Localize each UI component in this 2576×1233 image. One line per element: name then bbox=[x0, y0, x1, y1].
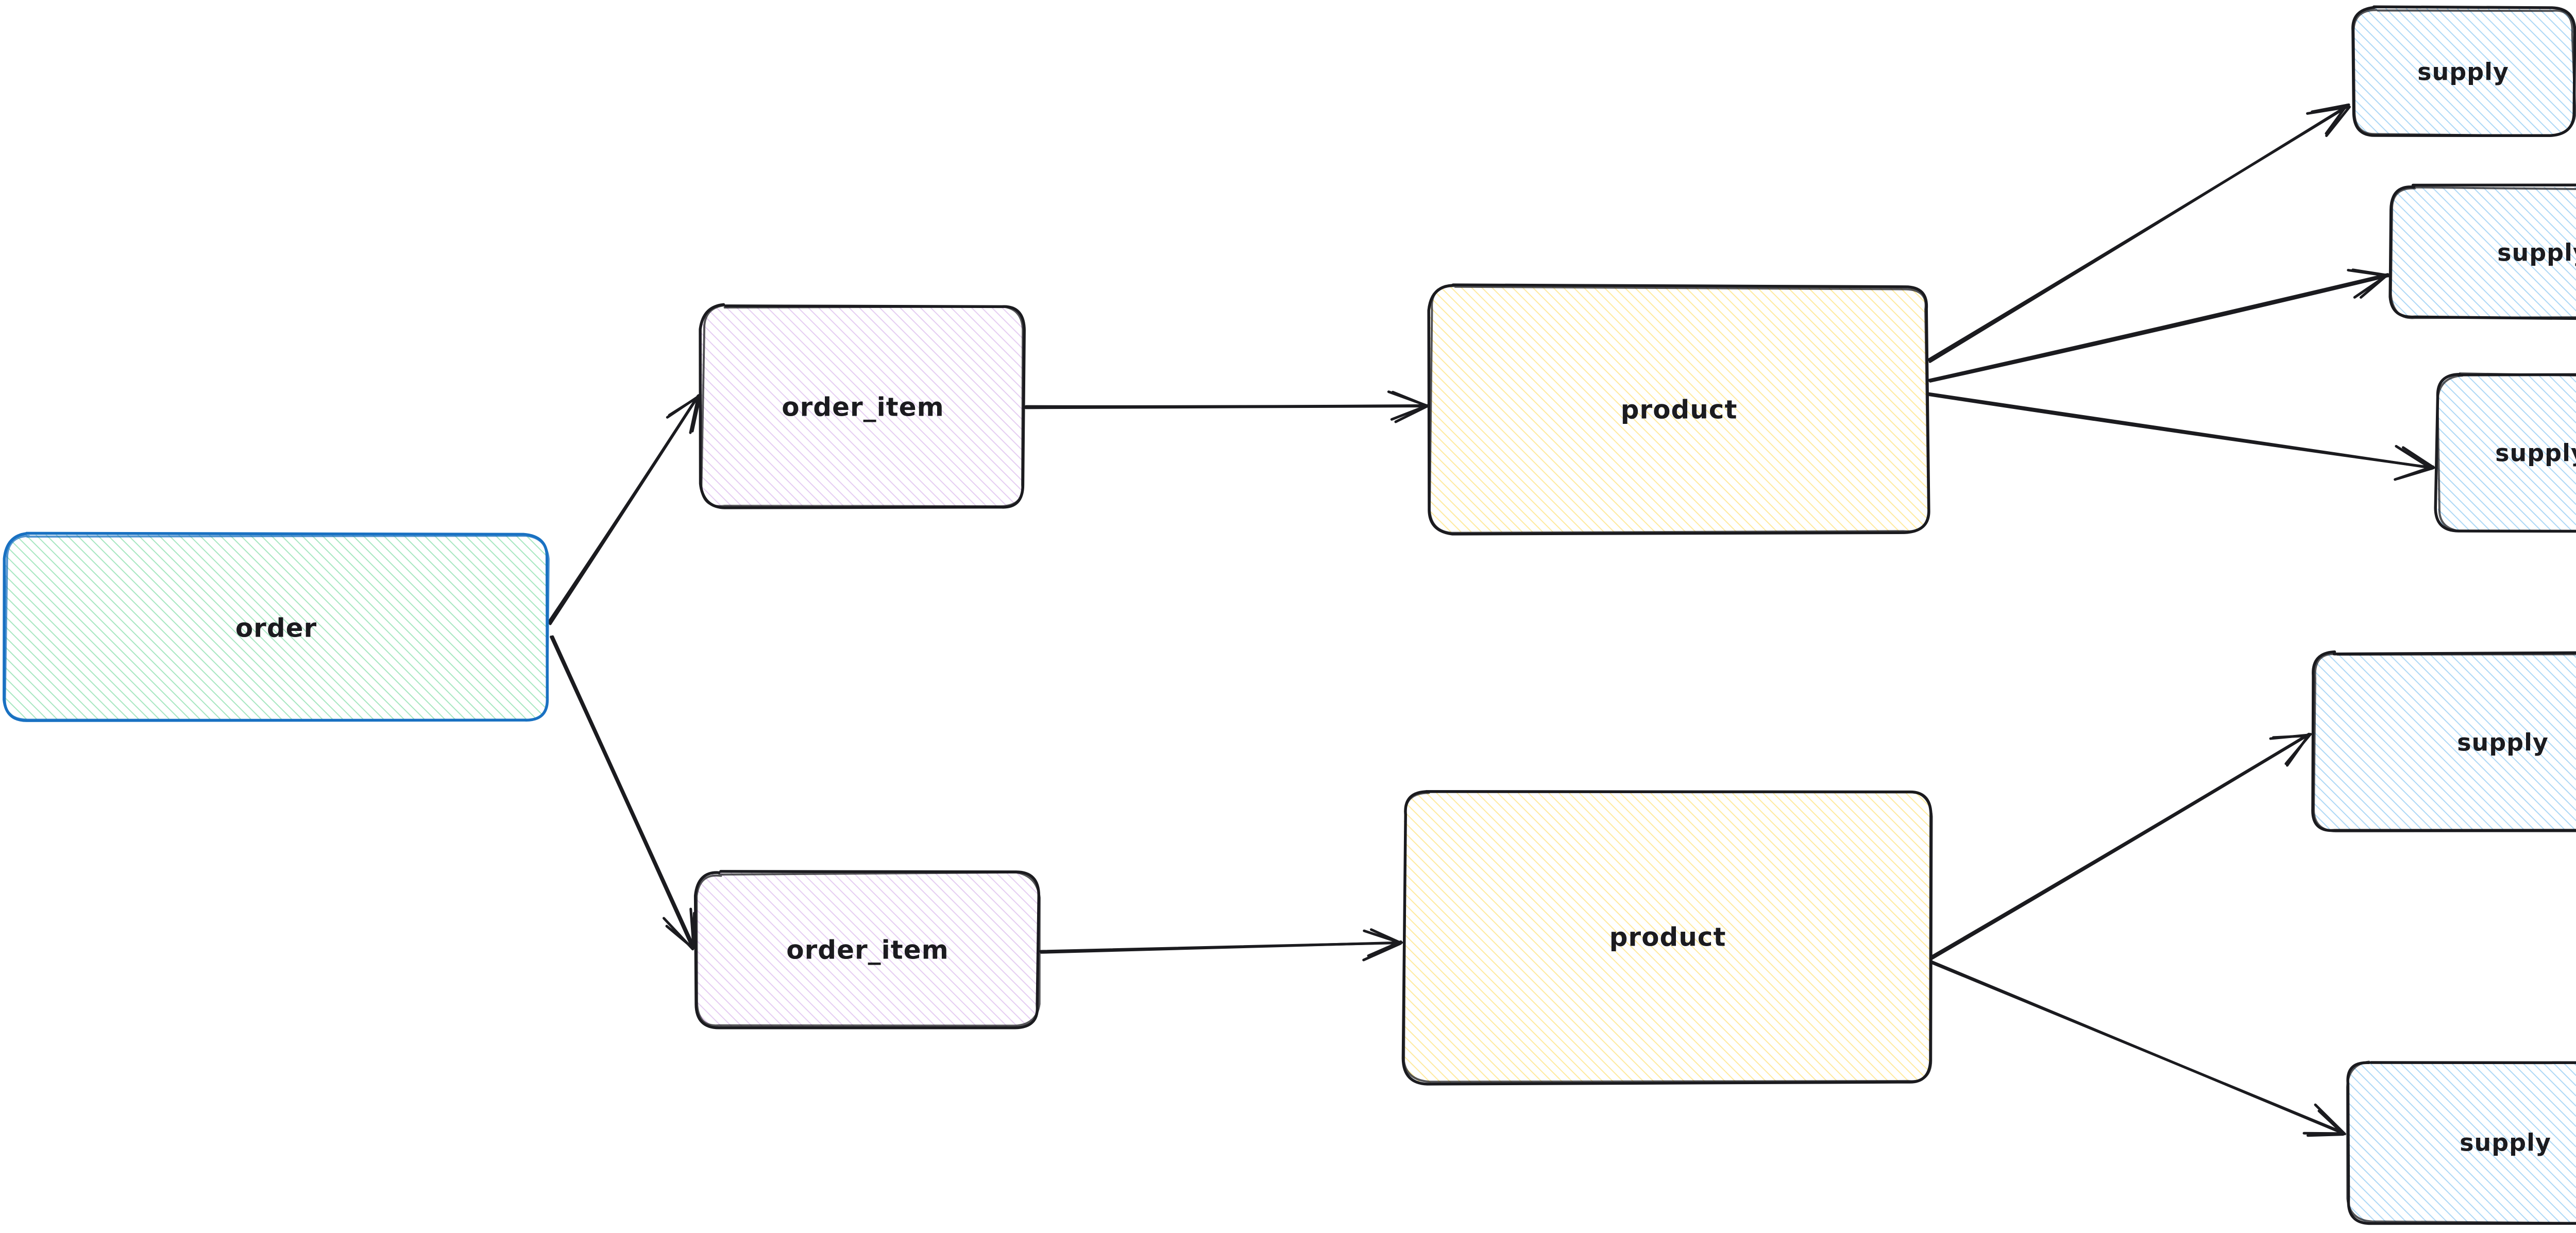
arrowhead-barb bbox=[2353, 273, 2389, 299]
arrowhead-barb bbox=[2325, 104, 2348, 135]
node-outline-pass2 bbox=[2352, 9, 2576, 137]
node-label-supply_3: supply bbox=[2495, 439, 2576, 467]
node-label-supply_2: supply bbox=[2497, 239, 2576, 267]
edge-product_1-to-supply_2[interactable] bbox=[1926, 268, 2391, 383]
node-fill bbox=[2313, 653, 2576, 831]
node-fill bbox=[2437, 373, 2576, 533]
node-label-order_item_1: order_item bbox=[782, 392, 944, 422]
edges-layer bbox=[547, 103, 2435, 1137]
arrowhead-barb bbox=[1362, 942, 1402, 962]
edge-line bbox=[1927, 393, 2435, 469]
edge-product_1-to-supply_1[interactable] bbox=[1927, 103, 2351, 363]
edge-order-to-order_item_2[interactable] bbox=[550, 635, 696, 951]
node-label-order_item_2: order_item bbox=[786, 935, 948, 965]
node-supply_3[interactable]: supply bbox=[2434, 372, 2576, 533]
arrowhead-barb bbox=[689, 907, 695, 949]
edge-line bbox=[1926, 273, 2389, 382]
edge-order_item_1-to-product_1[interactable] bbox=[1024, 390, 1430, 423]
node-fill bbox=[2351, 7, 2574, 135]
edge-product_2-to-supply_4[interactable] bbox=[1929, 732, 2312, 960]
arrowhead-barb bbox=[1367, 940, 1402, 957]
edge-line bbox=[1040, 941, 1403, 954]
arrowhead-barb bbox=[691, 395, 702, 433]
node-outline bbox=[1427, 283, 1930, 536]
node-fill bbox=[701, 306, 1024, 508]
arrowhead-barb bbox=[1390, 404, 1430, 421]
node-label-supply_5: supply bbox=[2460, 1129, 2551, 1157]
arrowhead-barb bbox=[2306, 106, 2349, 115]
edge-line bbox=[550, 635, 694, 950]
node-outline bbox=[2346, 1061, 2576, 1225]
node-outline-pass2 bbox=[696, 871, 1041, 1027]
arrowhead-barb bbox=[662, 917, 694, 951]
node-fill bbox=[696, 871, 1039, 1027]
arrowhead-barb bbox=[689, 395, 700, 434]
node-outline-pass2 bbox=[1403, 790, 1933, 1083]
edge-line bbox=[1024, 405, 1429, 409]
node-label-product_2: product bbox=[1609, 922, 1726, 952]
node-fill bbox=[1403, 790, 1932, 1083]
node-label-supply_1: supply bbox=[2417, 58, 2509, 86]
node-outline-pass2 bbox=[1428, 285, 1930, 534]
node-outline-pass2 bbox=[2436, 372, 2576, 533]
node-outline-pass2 bbox=[2389, 186, 2576, 319]
edge-product_2-to-supply_5[interactable] bbox=[1926, 958, 2346, 1137]
node-product_1[interactable]: product bbox=[1427, 283, 1930, 536]
nodes-layer: orderorder_itemorder_itemproductproducts… bbox=[3, 5, 2576, 1225]
arrowhead-barb bbox=[2285, 733, 2310, 767]
arrowhead-barb bbox=[2394, 465, 2434, 481]
node-outline bbox=[2434, 372, 2576, 533]
edge-line bbox=[1928, 104, 2349, 363]
node-label-product_1: product bbox=[1621, 395, 1738, 425]
edge-line bbox=[549, 394, 700, 625]
node-outline-pass2 bbox=[4, 535, 550, 722]
edge-line bbox=[1930, 733, 2311, 960]
node-fill bbox=[1430, 285, 1929, 534]
node-supply_1[interactable]: supply bbox=[2351, 5, 2576, 138]
node-label-order: order bbox=[235, 613, 317, 643]
edge-line bbox=[1928, 960, 2345, 1134]
arrowhead-barb bbox=[2269, 733, 2311, 740]
node-supply_2[interactable]: supply bbox=[2388, 183, 2576, 320]
node-order_item_2[interactable]: order_item bbox=[693, 870, 1041, 1030]
node-order[interactable]: order bbox=[3, 532, 550, 722]
arrowhead-barb bbox=[1387, 390, 1429, 407]
node-outline bbox=[693, 870, 1041, 1030]
edge-order-to-order_item_1[interactable] bbox=[547, 394, 702, 625]
arrowhead-barb bbox=[1363, 929, 1402, 944]
arrowhead-barb bbox=[2401, 446, 2435, 469]
node-outline-pass2 bbox=[2313, 653, 2576, 833]
node-outline-pass2 bbox=[700, 304, 1024, 508]
node-order_item_1[interactable]: order_item bbox=[699, 303, 1026, 509]
arrowhead-barb bbox=[666, 395, 701, 419]
edge-line bbox=[551, 635, 696, 949]
node-product_2[interactable]: product bbox=[1401, 790, 1933, 1086]
node-fill bbox=[5, 534, 548, 721]
node-fill bbox=[2347, 1061, 2576, 1224]
arrowhead-barb bbox=[2314, 1103, 2346, 1136]
arrowhead-barb bbox=[2325, 106, 2351, 138]
node-label-supply_4: supply bbox=[2457, 729, 2549, 757]
edge-order_item_2-to-product_2[interactable] bbox=[1039, 928, 1403, 962]
arrowhead-barb bbox=[2302, 1132, 2345, 1135]
edge-line bbox=[1929, 274, 2391, 383]
edge-product_1-to-supply_3[interactable] bbox=[1927, 392, 2435, 481]
node-supply_4[interactable]: supply bbox=[2311, 650, 2576, 833]
node-supply_5[interactable]: supply bbox=[2346, 1060, 2576, 1225]
arrowhead-barb bbox=[2347, 269, 2391, 278]
node-outline-pass2 bbox=[2346, 1060, 2576, 1224]
node-fill bbox=[2391, 187, 2576, 318]
arrowhead-barb bbox=[2395, 444, 2433, 470]
